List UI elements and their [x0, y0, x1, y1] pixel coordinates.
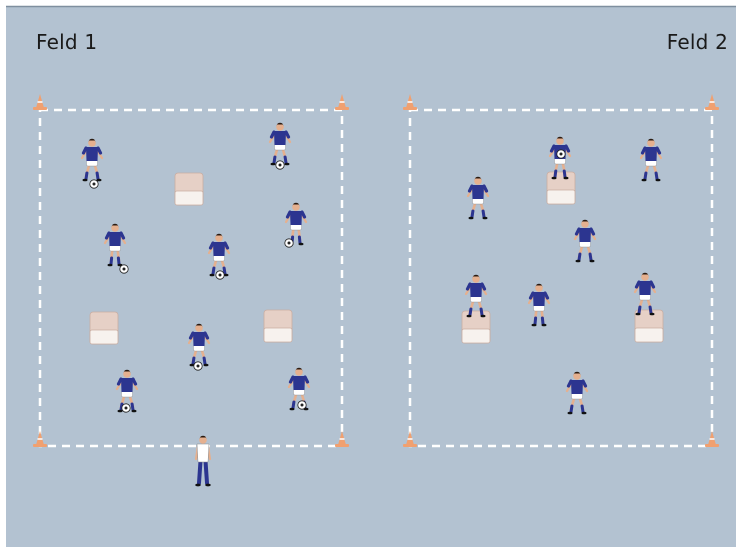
- pitch-background: [6, 6, 736, 547]
- ball-icon: [276, 161, 284, 169]
- box-icon: [90, 312, 118, 344]
- ball-icon: [120, 265, 128, 273]
- box-icon: [547, 172, 575, 204]
- box-icon: [264, 310, 292, 342]
- ball-icon: [90, 180, 98, 188]
- ball-icon: [216, 271, 224, 279]
- ball-icon: [194, 362, 202, 370]
- field-2-title: Feld 2: [667, 30, 728, 54]
- ball-icon: [285, 239, 293, 247]
- box-icon: [462, 311, 490, 343]
- field-1-title: Feld 1: [36, 30, 97, 54]
- ball-icon: [557, 150, 565, 158]
- box-icon: [175, 173, 203, 205]
- ball-icon: [122, 404, 130, 412]
- ball-icon: [298, 401, 306, 409]
